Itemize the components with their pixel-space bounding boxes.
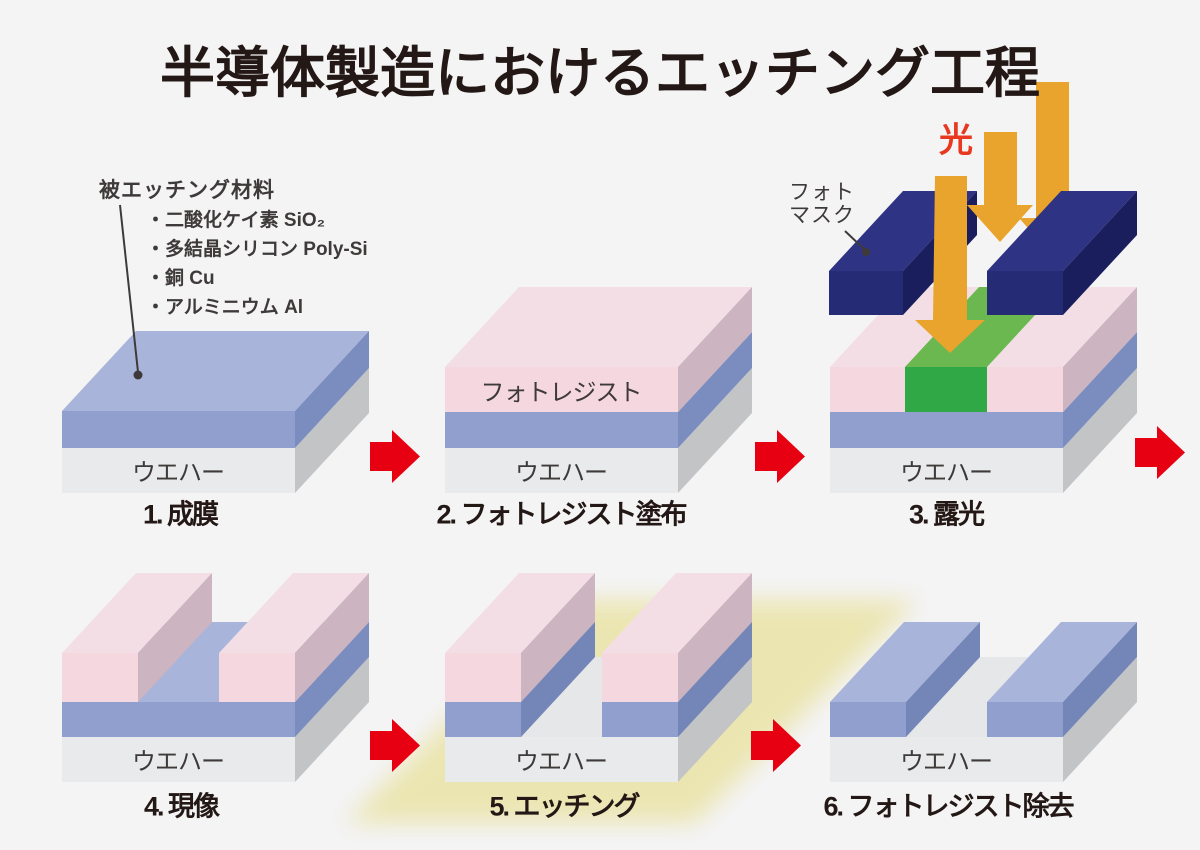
block-1-deposition — [62, 331, 369, 493]
film-bar-side — [1063, 622, 1137, 737]
materials-note-heading: 被エッチング材料 — [99, 179, 275, 202]
step-4-label: 4. 現像 — [143, 791, 220, 822]
materials-note-item: ・多結晶シリコン Poly-Si — [146, 239, 368, 260]
resist-bar-front — [62, 653, 138, 702]
materials-note-item: ・二酸化ケイ素 SiO₂ — [146, 210, 326, 231]
step-6-label: 6. フォトレジスト除去 — [823, 791, 1074, 822]
wafer-side — [295, 657, 369, 782]
mask-side — [1063, 191, 1137, 315]
photomask-label-line1: フォト — [789, 181, 855, 204]
wafer-label-step2: ウエハー — [515, 459, 608, 487]
page-title: 半導体製造におけるエッチング工程 — [159, 42, 1040, 104]
flow-arrow-5 — [751, 719, 801, 772]
wafer-side — [678, 657, 752, 782]
flow-arrows — [370, 426, 1185, 772]
flow-arrow-3 — [1135, 426, 1185, 479]
flow-arrow-1 — [370, 430, 420, 483]
wafer-front — [445, 737, 678, 782]
resist-front — [445, 367, 678, 412]
wafer-label-step6: ウエハー — [900, 748, 993, 776]
film-front — [62, 411, 295, 448]
resist-bar-front — [445, 653, 521, 702]
step-1-label: 1. 成膜 — [142, 499, 219, 530]
step-3-label: 3. 露光 — [908, 499, 985, 530]
film-bar-side — [678, 622, 752, 737]
film-bar-side — [521, 622, 595, 737]
film-bar-front — [830, 702, 906, 737]
resist-bar-top — [602, 573, 752, 653]
step-2-label: 2. フォトレジスト塗布 — [436, 499, 687, 530]
resist-side — [678, 287, 752, 412]
photomask-label-line2: マスク — [789, 204, 855, 227]
photomask-leader-line — [844, 230, 870, 256]
resist-bar-top — [62, 573, 212, 653]
film-side — [295, 331, 369, 448]
materials-note-item: ・銅 Cu — [146, 268, 215, 289]
wafer-front — [445, 448, 678, 493]
resist-bar-front — [602, 653, 678, 702]
film-bar-front — [602, 702, 678, 737]
wafer-label-step5: ウエハー — [515, 748, 608, 776]
wafer-front — [62, 737, 295, 782]
block-4-development — [62, 573, 369, 782]
wafer-label-step4: ウエハー — [132, 748, 225, 776]
film-side — [678, 332, 752, 448]
photomask-label: フォト マスク — [789, 181, 855, 227]
wafer-side — [295, 368, 369, 493]
resist-bar-side — [295, 573, 369, 702]
light-arrow-front — [915, 176, 985, 353]
film-side — [295, 622, 369, 737]
film-bar-top — [830, 622, 980, 702]
film-side — [1063, 332, 1137, 448]
block-6-resist-removal — [830, 622, 1137, 782]
wafer-side — [678, 368, 752, 493]
wafer-label-step3: ウエハー — [900, 459, 993, 487]
wafer-side — [1063, 657, 1137, 782]
materials-note-list: ・二酸化ケイ素 SiO₂ ・多結晶シリコン Poly-Si ・銅 Cu ・アルミ… — [146, 206, 368, 322]
exposed-strip-front — [905, 367, 987, 412]
light-arrow-middle — [967, 132, 1033, 242]
film-bar-front — [445, 702, 521, 737]
materials-note-item: ・アルミニウム Al — [146, 297, 304, 318]
film-bar-side — [906, 622, 980, 737]
resist-bar-top — [219, 573, 369, 653]
flow-arrow-2 — [755, 430, 805, 483]
resist-bar-side — [138, 573, 212, 702]
film-front — [445, 412, 678, 448]
resist-top — [445, 287, 752, 367]
step-5-label: 5. エッチング — [489, 791, 640, 822]
resist-bar-top — [445, 573, 595, 653]
photomask-right — [987, 191, 1137, 315]
mask-front — [987, 271, 1063, 315]
resist-bar-front — [219, 653, 295, 702]
film-top — [62, 331, 369, 411]
resist-bar-side — [678, 573, 752, 702]
block-5-etching — [445, 573, 752, 782]
wafer-front — [830, 737, 1063, 782]
mask-top — [987, 191, 1137, 271]
light-arrow-tall — [1019, 82, 1086, 255]
wafer-front — [62, 448, 295, 493]
wafer-side — [1063, 368, 1137, 493]
light-label: 光 — [939, 121, 973, 160]
film-front — [830, 412, 1063, 448]
wafer-front — [830, 448, 1063, 493]
materials-leader-line — [119, 204, 143, 380]
film-bar-front — [987, 702, 1063, 737]
film-bar-top — [987, 622, 1137, 702]
flow-arrow-4 — [370, 719, 420, 772]
film-front — [62, 702, 295, 737]
wafer-label-step1: ウエハー — [132, 459, 225, 487]
block-2-photoresist-coating — [445, 287, 752, 493]
resist-bar-side — [521, 573, 595, 702]
resist-side — [1063, 287, 1137, 412]
mask-front — [829, 271, 903, 315]
photoresist-layer-label: フォトレジスト — [480, 379, 643, 407]
